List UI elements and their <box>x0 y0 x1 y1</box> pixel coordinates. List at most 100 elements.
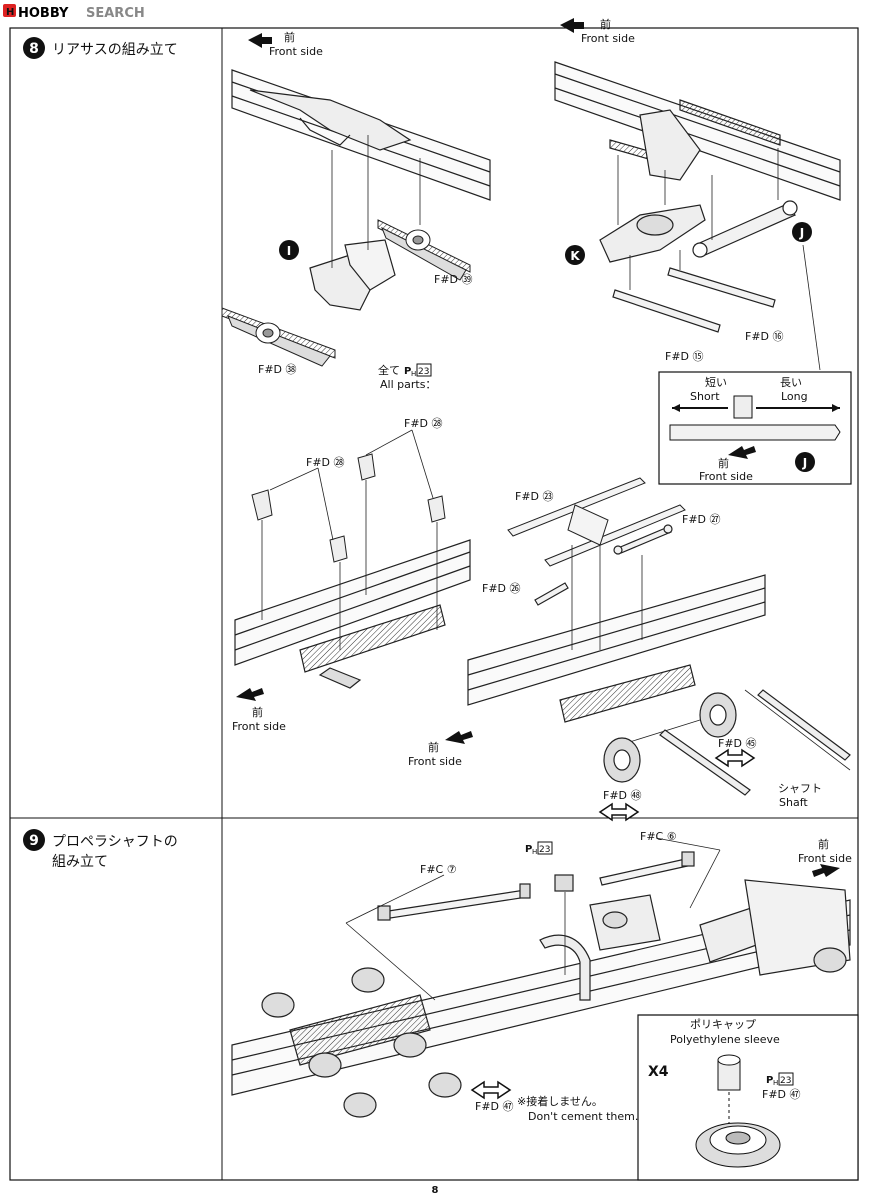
svg-text:Short: Short <box>690 390 720 403</box>
bracket-i <box>309 239 396 311</box>
svg-text:I: I <box>287 244 291 258</box>
svg-text:Front side: Front side <box>408 755 462 768</box>
part-label-39: F#D ㊴ <box>434 273 473 286</box>
rear-wheels <box>261 947 847 1118</box>
svg-text:Front side: Front side <box>232 720 286 733</box>
svg-text:前: 前 <box>428 740 439 754</box>
svg-text:前: 前 <box>818 837 829 851</box>
double-arrow-45 <box>714 748 756 768</box>
step-8-number: 8 <box>29 41 39 57</box>
part-label-15: F#D ⑮ <box>665 350 704 363</box>
step-8-badge <box>23 37 45 59</box>
wheel-48 <box>603 737 641 783</box>
svg-text:全て: 全て <box>378 363 400 377</box>
part-label-26: F#D ㉖ <box>482 582 521 595</box>
logo-brand: HOBBY <box>18 6 69 21</box>
svg-text:P: P <box>404 366 411 377</box>
no-cement-note-jp: ※接着しません。 <box>517 1094 603 1108</box>
page-frame <box>9 27 859 1181</box>
arrow-front-b: 前 Front side <box>560 17 635 45</box>
part-label-47a: F#D ㊼ <box>475 1100 514 1113</box>
assembly-lines-a <box>331 135 421 268</box>
no-cement-note-en: Don't cement them. <box>528 1110 638 1123</box>
step-9-header: 9 プロペラシャフトの 組み立て <box>23 829 178 870</box>
part-label-28b: F#D ㉘ <box>404 417 443 430</box>
hobby-search-logo: H HOBBY SEARCH <box>3 4 145 21</box>
shaft <box>659 689 851 796</box>
part-label-c7: F#C ⑦ <box>420 863 457 876</box>
assembly-lines-b <box>617 148 821 371</box>
assembly-lines-d <box>571 545 851 771</box>
svg-text:前: 前 <box>718 456 729 470</box>
svg-text:H: H <box>773 1079 778 1087</box>
arrow-front-c: 前 Front side <box>232 688 286 733</box>
svg-text:K: K <box>570 249 580 263</box>
poly-label-en: Polyethylene sleeve <box>670 1033 780 1046</box>
svg-text:P: P <box>766 1075 773 1086</box>
callout-i: I <box>279 240 299 260</box>
svg-text:H: H <box>6 7 14 18</box>
svg-text:J: J <box>802 456 807 470</box>
rods-26-27 <box>534 524 673 606</box>
svg-text:All parts：: All parts： <box>380 378 436 391</box>
svg-text:J: J <box>799 226 804 240</box>
part-label-38: F#D ㊳ <box>258 363 297 376</box>
front-label-en: Front side <box>269 45 323 58</box>
svg-text:Front side: Front side <box>581 32 635 45</box>
rod-length-detail: 短い Short 長い Long 前 Front side J <box>658 371 852 485</box>
part-label-c6: F#C ⑥ <box>640 830 677 843</box>
leaf-spring-38 <box>221 307 336 367</box>
frame-rail-drawing-b <box>554 61 841 201</box>
part-label-27: F#D ㉗ <box>682 513 721 526</box>
svg-text:H: H <box>411 370 416 378</box>
frame-rail-drawing-c <box>234 539 471 689</box>
arrow-front-d: 前 Front side <box>408 731 473 768</box>
wheel-45 <box>699 692 737 738</box>
step-9-number: 9 <box>29 833 39 849</box>
svg-text:H: H <box>532 848 537 856</box>
leaf-spring-39 <box>377 219 471 281</box>
part-label-47b: F#D ㊼ <box>762 1088 801 1101</box>
shaft-label-jp: シャフト <box>778 782 822 795</box>
part-label-28a: F#D ㉘ <box>306 456 345 469</box>
part-label-48: F#D ㊽ <box>603 789 642 802</box>
part-label-45: F#D ㊺ <box>718 737 757 750</box>
step-8-title: リアサスの組み立て <box>52 42 178 58</box>
assembly-lines-e <box>345 837 721 1001</box>
front-label-jp: 前 <box>284 30 295 44</box>
bracket-28-parts <box>251 453 446 563</box>
assembly-lines-c <box>261 429 438 650</box>
poly-label-jp: ポリキャップ <box>690 1018 756 1031</box>
svg-text:23: 23 <box>780 1076 791 1086</box>
step-9-title-line1: プロペラシャフトの <box>52 834 178 850</box>
logo-suffix: SEARCH <box>86 6 145 21</box>
upper-rod-j <box>692 200 798 258</box>
frame-rail-drawing-a <box>231 69 491 201</box>
step-8-header: 8 リアサスの組み立て <box>23 37 178 59</box>
svg-text:23: 23 <box>539 845 550 855</box>
all-parts-note: 全て P H 23 All parts： <box>378 363 436 391</box>
svg-text:前: 前 <box>600 17 611 31</box>
frame-rail-drawing-d <box>467 574 766 723</box>
part-label-16: F#D ⑯ <box>745 330 784 343</box>
step-9-title-line2: 組み立て <box>52 854 108 870</box>
svg-text:Front side: Front side <box>798 852 852 865</box>
poly-sleeve-detail: ポリキャップ Polyethylene sleeve X4 P H 23 F#D… <box>637 1014 859 1181</box>
svg-text:Front side: Front side <box>699 470 753 483</box>
ph23-step9: P H 23 <box>525 841 553 856</box>
callout-j-top: J <box>792 222 812 242</box>
svg-text:23: 23 <box>418 367 429 377</box>
arrow-front-a: 前 Front side <box>248 30 323 58</box>
x4-mark: X4 <box>648 1064 669 1080</box>
step-9-badge <box>23 829 45 851</box>
svg-text:長い: 長い <box>780 376 802 389</box>
lower-rods <box>612 267 776 333</box>
shaft-label-en: Shaft <box>779 796 808 809</box>
svg-text:Long: Long <box>781 390 808 403</box>
axle-housing-k <box>599 204 706 263</box>
part-label-23: F#D ㉓ <box>515 490 554 503</box>
arrow-front-e: 前 Front side <box>798 837 852 877</box>
double-arrow-48 <box>598 802 640 822</box>
svg-text:短い: 短い <box>705 375 727 389</box>
